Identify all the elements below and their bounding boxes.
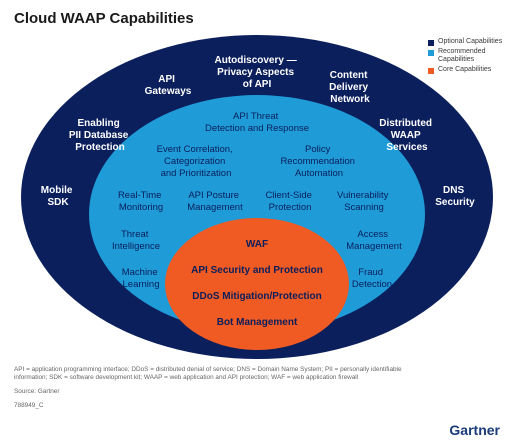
label-fraud: Fraud Detection — [352, 267, 392, 290]
label-distributed-waap: Distributed WAAP Services — [379, 118, 435, 153]
label-bot: Bot Management — [217, 317, 298, 328]
label-api-posture: API Posture Management — [187, 190, 243, 213]
footnote-line-1: API = application programming interface;… — [14, 366, 402, 373]
legend-label-recommended: Recommended Capabilities — [438, 48, 486, 63]
label-vuln-scanning: Vulnerability Scanning — [337, 190, 391, 213]
label-realtime-monitoring: Real-Time Monitoring — [118, 190, 164, 213]
label-client-side: Client-Side Protection — [265, 190, 314, 213]
footnote-source: Source: Gartner — [14, 388, 60, 395]
label-ddos: DDoS Mitigation/Protection — [192, 291, 321, 302]
legend-item-recommended: Recommended Capabilities — [428, 48, 512, 64]
label-content-delivery: Content Delivery Network — [329, 70, 371, 105]
legend-swatch-recommended — [428, 50, 434, 56]
label-api-security: API Security and Protection — [191, 265, 323, 276]
label-api-gateways: API Gateways — [145, 74, 192, 97]
legend: Optional Capabilities Recommended Capabi… — [428, 38, 512, 76]
label-event-correlation: Event Correlation, Categorization and Pr… — [157, 144, 236, 179]
legend-label-optional: Optional Capabilities — [438, 38, 503, 45]
legend-swatch-core — [428, 68, 434, 74]
label-api-threat: API Threat Detection and Response — [205, 111, 309, 134]
footnote-id: 788949_C — [14, 402, 44, 409]
label-waf: WAF — [246, 239, 268, 250]
legend-label-core: Core Capabilities — [438, 66, 492, 73]
label-policy-automation: Policy Recommendation Automation — [280, 144, 357, 179]
footnote-line-2: information; SDK = software development … — [14, 374, 359, 381]
legend-item-core: Core Capabilities — [428, 66, 512, 74]
gartner-logo: Gartner — [449, 422, 500, 438]
legend-item-optional: Optional Capabilities — [428, 38, 512, 46]
label-mobile-sdk: Mobile SDK — [41, 185, 75, 208]
core-ring — [165, 218, 349, 350]
label-ml: Machine Learning — [122, 267, 161, 290]
label-access-mgmt: Access Management — [346, 229, 402, 252]
diagram-title: Cloud WAAP Capabilities — [14, 10, 194, 27]
label-dns-security: DNS Security — [435, 185, 475, 208]
label-pii: Enabling PII Database Protection — [69, 118, 131, 153]
legend-swatch-optional — [428, 40, 434, 46]
label-autodiscovery: Autodiscovery — Privacy Aspects of API — [214, 55, 299, 90]
label-threat-intel: Threat Intelligence — [112, 229, 160, 252]
